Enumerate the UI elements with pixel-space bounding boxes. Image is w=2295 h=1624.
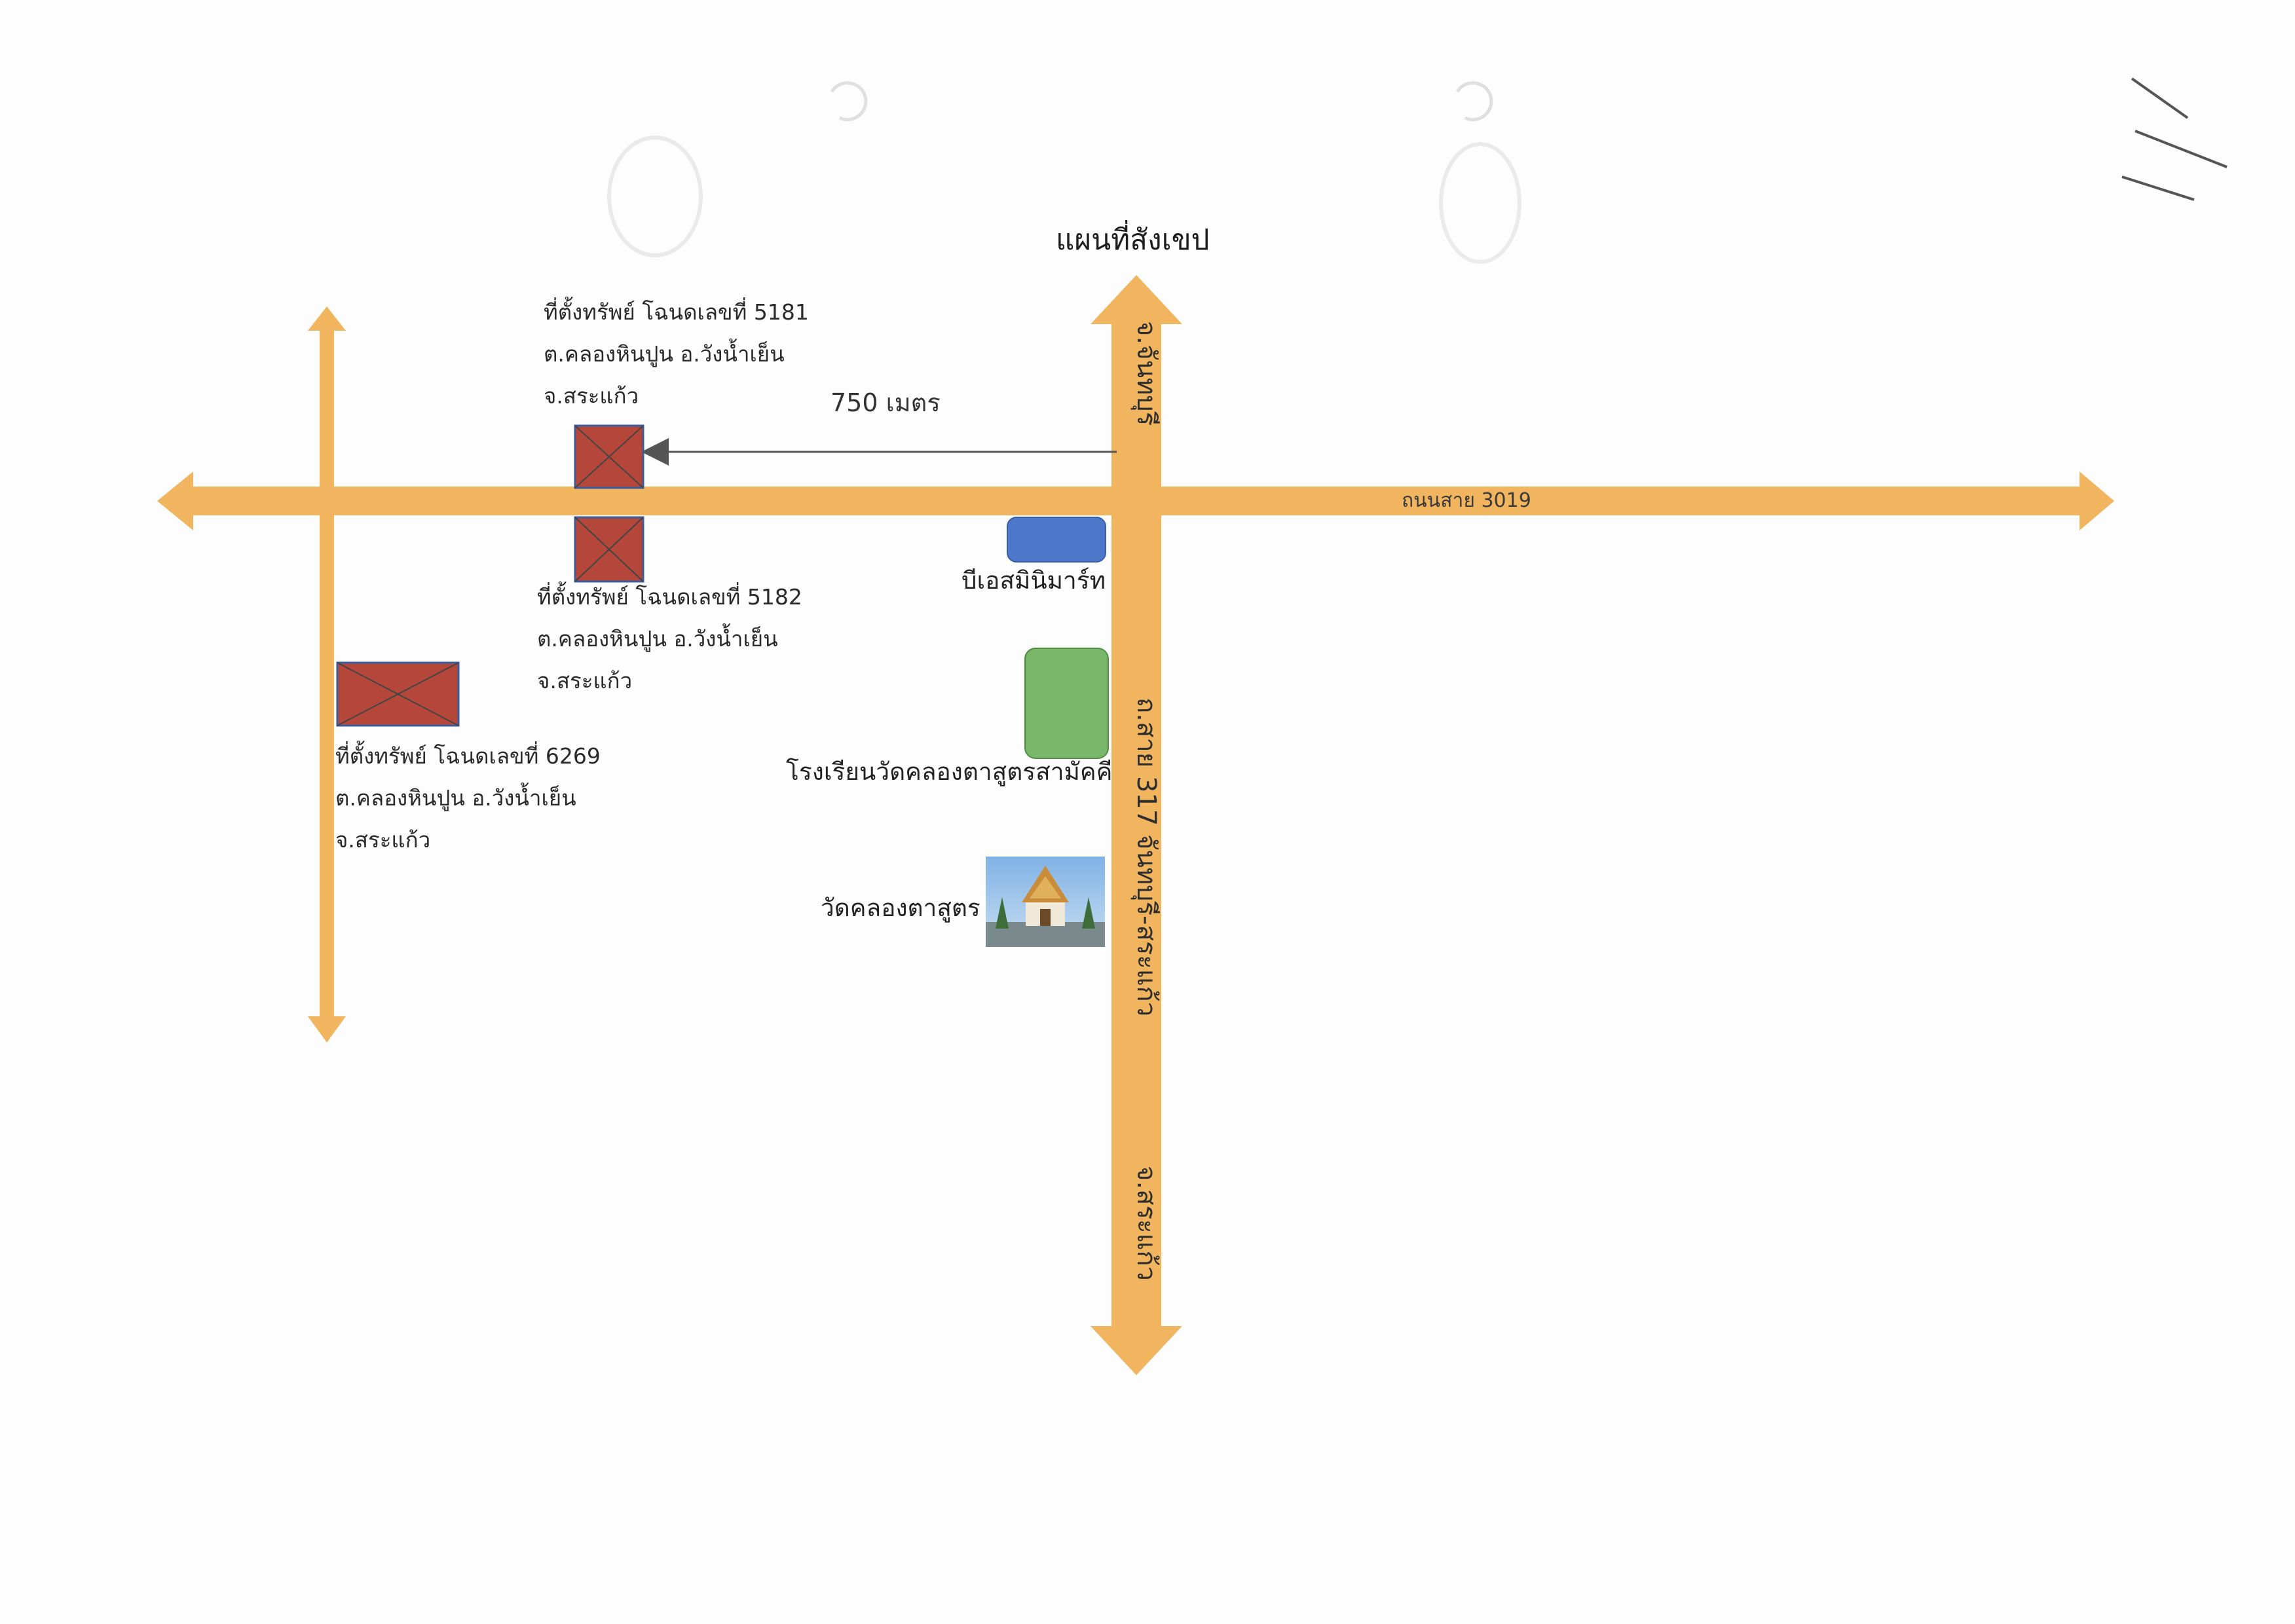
plot-6269-line-3: จ.สระแก้ว [335,827,431,853]
plot-6269-line-1: ที่ตั้งทรัพย์ โฉนดเลขที่ 6269 [335,743,601,769]
side-road [308,306,346,1043]
plot-5182-line-3: จ.สระแก้ว [537,668,633,693]
school-label: โรงเรียนวัดคลองตาสูตรสามัคคี [786,758,1113,786]
map-title: แผนที่สังเขป [1056,223,1210,257]
temple-photo-icon[interactable] [986,857,1105,947]
pen-strokes [2121,77,2228,201]
south-destination-label: จ.สระแก้ว [1131,1166,1161,1281]
road-3019-label: ถนนสาย 3019 [1402,489,1531,512]
school-marker[interactable] [1024,648,1109,759]
plot-6269-line-2: ต.คลองหินปูน อ.วังน้ำเย็น [335,785,576,811]
plot-5181-line-1: ที่ตั้งทรัพย์ โฉนดเลขที่ 5181 [544,299,809,325]
page-smudges [607,81,1521,264]
north-destination-label: จ.จันทบุรี [1131,321,1161,426]
plot-5182-line-1: ที่ตั้งทรัพย์ โฉนดเลขที่ 5182 [537,584,802,610]
store-marker[interactable] [1007,517,1106,563]
plot-5181-label: ที่ตั้งทรัพย์ โฉนดเลขที่ 5181 ต.คลองหินป… [544,291,809,417]
distance-label: 750 เมตร [830,388,941,417]
plot-5182-line-2: ต.คลองหินปูน อ.วังน้ำเย็น [537,626,778,652]
store-label: บีเอสมินิมาร์ท [961,566,1106,595]
plot-6269-label: ที่ตั้งทรัพย์ โฉนดเลขที่ 6269 ต.คลองหินป… [335,735,601,861]
road-317 [1091,275,1182,1375]
plot-5181-line-2: ต.คลองหินปูน อ.วังน้ำเย็น [544,341,785,367]
plot-5182-marker[interactable] [574,516,644,583]
plot-6269-marker[interactable] [336,661,460,727]
plot-5181-marker[interactable] [574,424,644,489]
plot-5182-label: ที่ตั้งทรัพย์ โฉนดเลขที่ 5182 ต.คลองหินป… [537,576,802,702]
temple-label: วัดคลองตาสูตร [821,894,980,922]
plot-5181-line-3: จ.สระแก้ว [544,383,639,409]
road-317-label: ถ.สาย 317 จันทบุรี-สระแก้ว [1131,697,1161,1017]
